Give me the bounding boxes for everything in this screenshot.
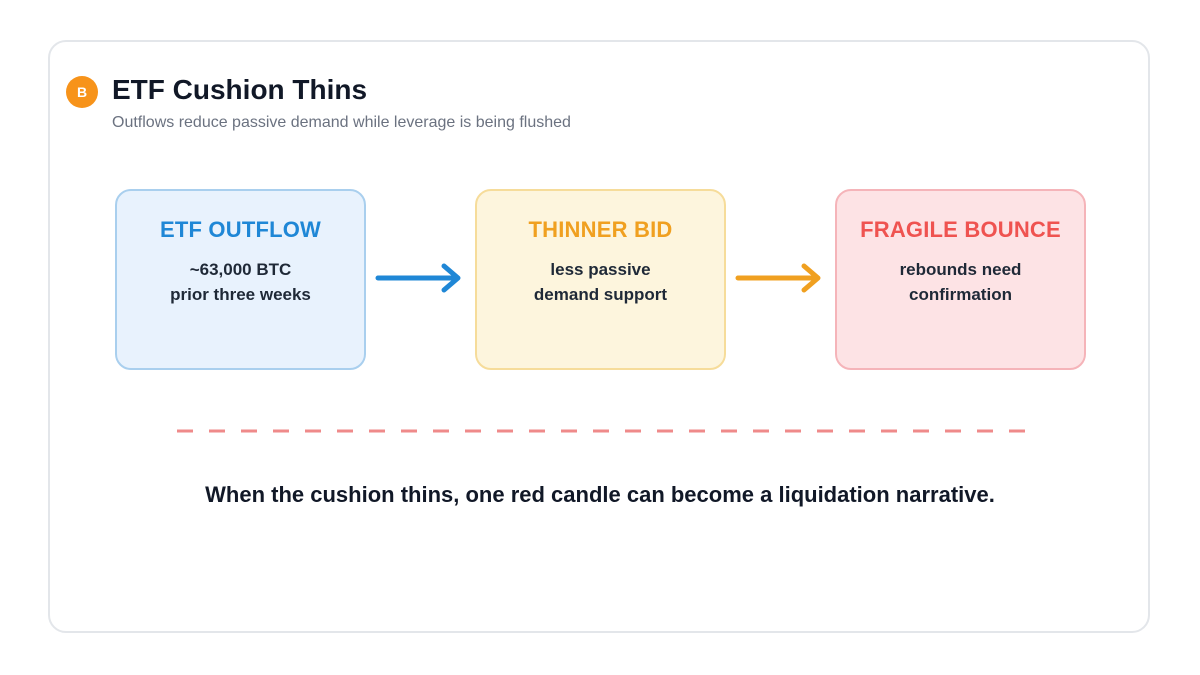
bitcoin-icon: B [66, 76, 98, 108]
thinner-bid-heading: THINNER BID [528, 217, 673, 242]
fragile-bounce-line2: confirmation [909, 285, 1012, 304]
page-subtitle: Outflows reduce passive demand while lev… [112, 114, 571, 131]
fragile-bounce-heading: FRAGILE BOUNCE [860, 217, 1061, 242]
thinner-bid-line2: demand support [533, 285, 668, 304]
thinner-bid-node: THINNER BID less passive demand support [475, 189, 726, 370]
etf-outflow-node: ETF OUTFLOW ~63,000 BTC prior three week… [115, 189, 366, 370]
etf-outflow-period: prior three weeks [170, 285, 311, 304]
thinner-bid-line1: less passive [550, 260, 651, 279]
etf-outflow-heading: ETF OUTFLOW [159, 217, 322, 242]
fragile-bounce-line1: rebounds need [899, 260, 1022, 279]
fragile-bounce-node: FRAGILE BOUNCE rebounds need confirmatio… [835, 189, 1086, 370]
etf-outflow-amount: ~63,000 BTC [189, 260, 292, 279]
conclusion-text: When the cushion thins, one red candle c… [205, 482, 995, 507]
page-title: ETF Cushion Thins [112, 74, 368, 105]
